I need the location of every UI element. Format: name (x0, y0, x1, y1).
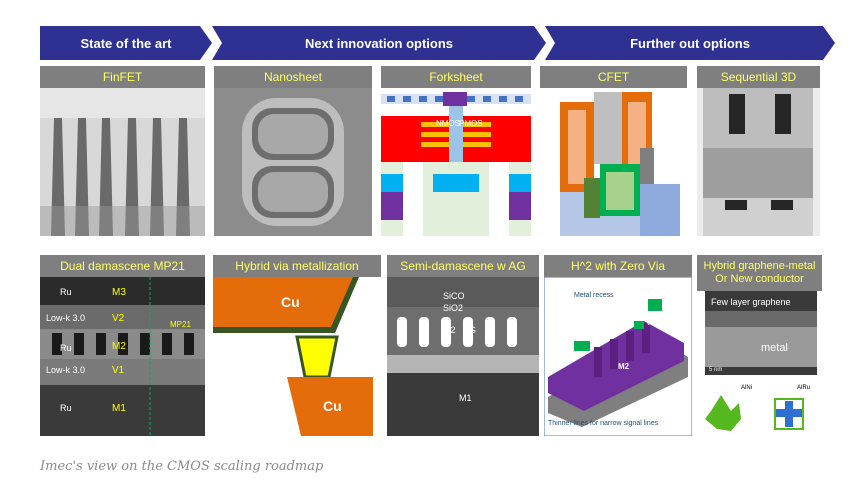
graphene-alni: AlNi (741, 385, 752, 391)
semi-damascene-image: SiCO SiO2 M2 AG M1 (387, 277, 539, 436)
forksheet-image: NMOS PMOS (381, 88, 531, 236)
nanosheet-image (214, 88, 372, 236)
dual-m3: M3 (112, 287, 126, 298)
graphene-alru: AlRu (797, 385, 810, 391)
graphene-image: Few layer graphene metal 5 nm AlNi AlRu (697, 291, 822, 436)
panel-title-sequential-3d: Sequential 3D (697, 66, 820, 88)
panel-nanosheet: Nanosheet (214, 66, 372, 236)
header-next-innovation: Next innovation options (212, 26, 546, 60)
header-further-label: Further out options (630, 35, 750, 51)
panel-hybrid-via: Hybrid via metallization Cu Cu (213, 255, 381, 436)
header-next-label: Next innovation options (304, 35, 454, 51)
forksheet-pmos-label: PMOS (459, 119, 483, 128)
hybrid-cu-top: Cu (281, 294, 300, 310)
forksheet-nmos-label: NMOS (436, 119, 460, 128)
h2-thinner-lines: Thinner lines for narrow signal lines (548, 420, 659, 427)
graphene-few-layer: Few layer graphene (711, 297, 791, 307)
panel-h2-zero-via: H^2 with Zero Via Metal recess Thinner l… (544, 255, 692, 436)
panel-title-finfet: FinFET (40, 66, 205, 88)
panel-semi-damascene: Semi-damascene w AG SiCO SiO2 M2 AG M1 (387, 255, 539, 436)
semi-ag: AG (463, 325, 476, 335)
dual-m1: M1 (112, 403, 126, 414)
dual-mp21-label: MP21 (170, 320, 191, 329)
dual-lowk-bottom: Low-k 3.0 (46, 365, 85, 375)
dual-ru-mid: Ru (60, 343, 72, 353)
semi-sico: SiCO (443, 291, 465, 301)
hybrid-cu-bottom: Cu (323, 398, 342, 414)
h2-v3: V3 (646, 318, 656, 327)
panel-dual-damascene: Dual damascene MP21 Ru Low-k 3.0 Ru Low-… (40, 255, 205, 436)
dual-ru-bottom: Ru (60, 403, 72, 413)
dual-lowk-top: Low-k 3.0 (46, 313, 85, 323)
dual-m2: M2 (112, 341, 126, 352)
dual-ru-top: Ru (60, 287, 72, 297)
panel-forksheet: Forksheet NMOS PMOS (381, 66, 531, 236)
h2-zero-via-image: Metal recess Thinner lines for narrow si… (544, 277, 692, 436)
semi-sio2: SiO2 (443, 303, 463, 313)
header-state-of-the-art: State of the art (40, 26, 212, 60)
sequential-3d-image (697, 88, 820, 236)
dual-damascene-image: Ru Low-k 3.0 Ru Low-k 3.0 Ru M3 V2 M2 V1… (40, 277, 205, 436)
panel-title-nanosheet: Nanosheet (214, 66, 372, 88)
cfet-image (540, 88, 687, 236)
panel-title-hybrid-via: Hybrid via metallization (213, 255, 381, 277)
panel-title-semi-damascene: Semi-damascene w AG (387, 255, 539, 277)
panel-finfet: FinFET (40, 66, 205, 236)
panel-title-cfet: CFET (540, 66, 687, 88)
panel-title-h2-zero-via: H^2 with Zero Via (544, 255, 692, 277)
figure-caption: Imec's view on the CMOS scaling roadmap (40, 459, 324, 474)
h2-metal-recess: Metal recess (574, 292, 614, 299)
h2-m2: M2 (618, 362, 630, 371)
dual-v2: V2 (112, 313, 125, 324)
panel-graphene: Hybrid graphene-metal Or New conductor F… (697, 255, 822, 436)
graphene-metal: metal (761, 342, 788, 354)
hybrid-via-image: Cu Cu (213, 277, 381, 436)
panel-title-graphene: Hybrid graphene-metal Or New conductor (697, 255, 822, 291)
header-further-out: Further out options (545, 26, 835, 60)
finfet-image (40, 88, 205, 236)
graphene-scale: 5 nm (709, 367, 722, 373)
panel-sequential-3d: Sequential 3D (697, 66, 820, 236)
semi-m1: M1 (459, 393, 472, 403)
panel-title-dual-damascene: Dual damascene MP21 (40, 255, 205, 277)
dual-v1: V1 (112, 365, 125, 376)
semi-m2: M2 (443, 325, 456, 335)
header-state-label: State of the art (80, 35, 172, 51)
panel-title-forksheet: Forksheet (381, 66, 531, 88)
panel-cfet: CFET (540, 66, 687, 236)
